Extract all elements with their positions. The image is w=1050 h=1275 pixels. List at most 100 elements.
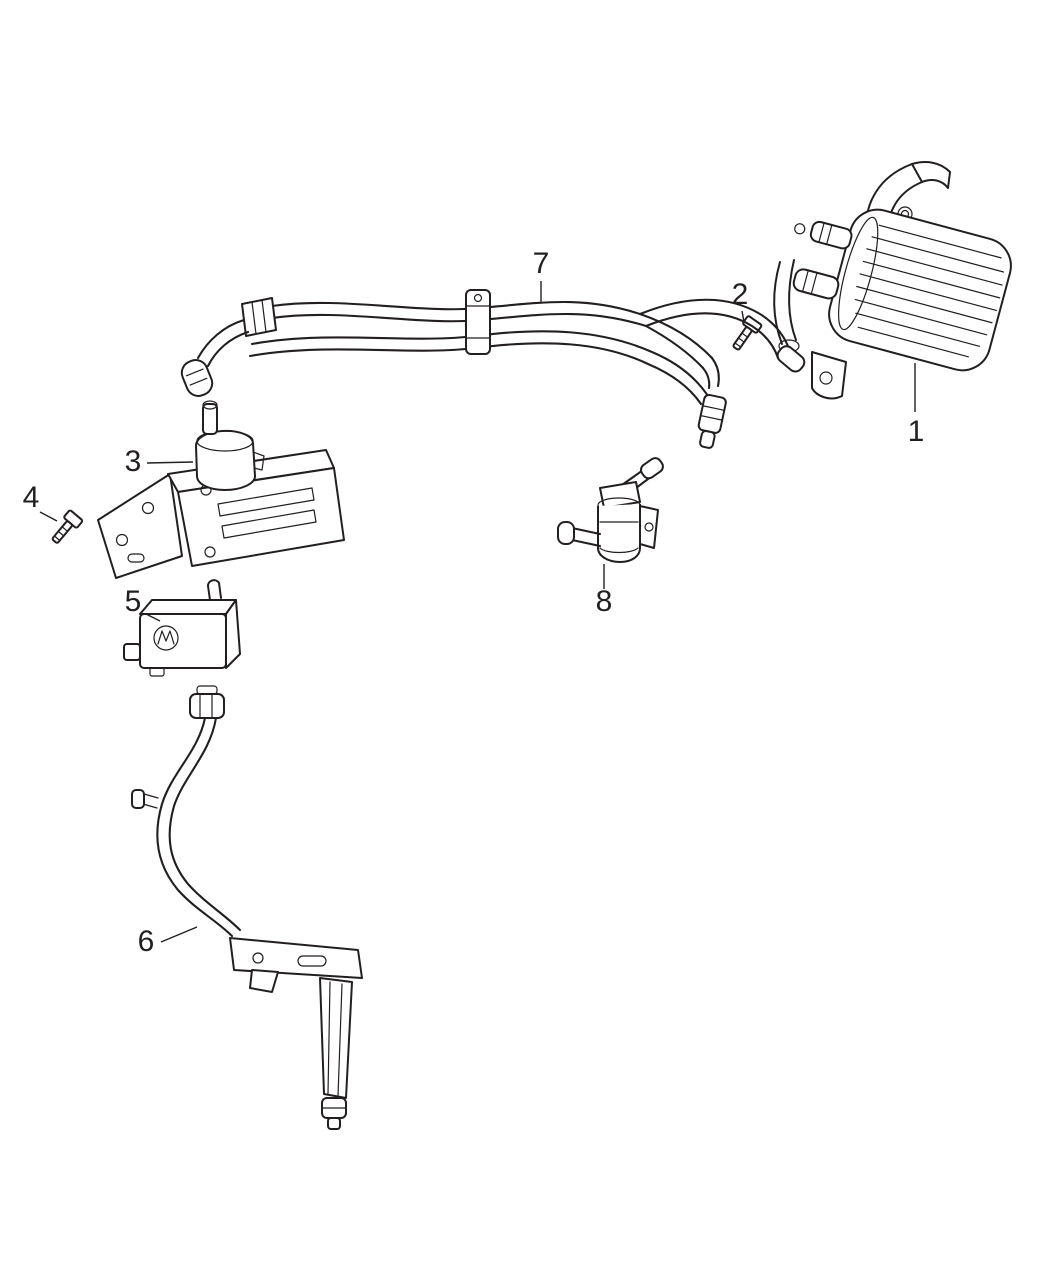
callout-2-leader: [741, 310, 745, 323]
vent-tube-drawing: [131, 685, 363, 1130]
vent-channel: [319, 977, 353, 1099]
reservoir-top: [196, 430, 254, 452]
screw2-shaft: [732, 326, 753, 351]
valve-left-port: [570, 526, 602, 548]
module-logo-mark: [157, 630, 175, 645]
bracket-bolt-2: [204, 546, 216, 558]
harness-hose-to-canister-b: [644, 312, 780, 360]
harness-left-connector-ribs: [251, 299, 267, 335]
vent-bottom-tip: [327, 1117, 341, 1130]
vapor-canister-drawing: [773, 161, 1012, 400]
valve-bracket-tab: [639, 505, 659, 549]
vent-bracket-band: [229, 937, 363, 979]
pump-module-drawing: [123, 579, 241, 677]
vent-top-connector-ribs: [199, 693, 213, 719]
vent-channel-lines: [327, 981, 343, 1097]
canister-port-fitting: [794, 223, 806, 235]
screw4-threads: [53, 526, 69, 542]
bracket-flange-hole-1: [115, 533, 129, 547]
callout-leaders: [39, 281, 916, 943]
canister-side-bracket: [773, 259, 797, 345]
harness-capsule-ribs: [185, 368, 208, 386]
reservoir-tab: [252, 451, 265, 471]
harness-right-elbow-b: [701, 366, 711, 390]
module-logo-circle: [153, 625, 179, 651]
callout-5-leader: [145, 613, 161, 622]
callout-1-label: 1: [908, 415, 925, 448]
vent-bracket-hole: [252, 952, 264, 964]
harness-down-fitting-ribs: [700, 405, 725, 421]
harness-tube-lower-a: [250, 330, 710, 398]
bracket-flange-slot: [127, 553, 145, 563]
reservoir-port: [202, 403, 218, 435]
vent-branch-stub: [142, 793, 159, 809]
callout-3-label: 3: [125, 445, 142, 478]
canister-port-upper: [809, 220, 853, 250]
callout-2-label: 2: [732, 278, 749, 311]
valve-body: [597, 504, 641, 563]
callout-5-label: 5: [125, 585, 142, 618]
vent-top-connector-nub: [196, 685, 218, 695]
vapor-harness-drawing: [180, 289, 806, 449]
callout-6-leader: [160, 926, 198, 943]
harness-elbow-b: [206, 330, 250, 368]
harness-tube-upper-a: [270, 301, 714, 360]
harness-capsule-fitting: [180, 359, 214, 397]
canister-foot-hole: [819, 371, 833, 385]
module-body: [139, 613, 227, 669]
vent-top-connector: [189, 693, 225, 719]
harness-canister-fitting: [776, 345, 806, 373]
canister-port-lower-ribs: [801, 269, 818, 295]
bracket-front-face: [177, 467, 345, 567]
vent-branch-cap: [131, 789, 145, 809]
reservoir-body: [195, 429, 256, 491]
callout-7-label: 7: [533, 247, 550, 280]
canister-bracket-drawing: [97, 400, 345, 579]
canister-ribs: [854, 224, 1005, 358]
harness-down-fitting-tip: [699, 430, 716, 449]
canister-handle-branch: [911, 161, 951, 189]
canister-port-lower: [792, 268, 840, 300]
valve-top-cap: [640, 457, 664, 480]
callout-numbers: 1 2 3 4 5 6 7 8: [23, 247, 925, 958]
callout-6-label: 6: [138, 925, 155, 958]
screw4-shaft: [51, 520, 73, 544]
canister-port-upper-ribs: [818, 222, 833, 245]
canister-handle: [864, 163, 923, 239]
callout-4-leader: [39, 511, 58, 522]
vent-bracket-tab: [249, 969, 279, 993]
valve-nut: [599, 481, 641, 509]
bracket-slot-1: [217, 487, 315, 517]
bracket-slot-2: [221, 509, 317, 539]
harness-tube-lower-b: [248, 342, 703, 406]
canister-foot-bracket: [811, 351, 847, 400]
vent-tube-b: [168, 716, 242, 932]
harness-clamp: [465, 289, 491, 355]
valve-left-port-cap: [557, 521, 575, 545]
reservoir-port-cap: [202, 400, 218, 410]
vent-bracket-slot: [297, 955, 327, 967]
screw2-threads: [734, 332, 749, 348]
bracket-flange: [97, 473, 183, 579]
harness-clamp-bolt: [473, 293, 483, 303]
module-connector: [123, 643, 141, 661]
purge-valve-drawing: [557, 457, 664, 563]
valve-bracket-hole: [644, 522, 654, 532]
callout-4-label: 4: [23, 481, 40, 514]
harness-clamp-lines: [465, 305, 491, 339]
harness-tube-upper-b: [270, 312, 705, 370]
bracket-flange-hole-2: [141, 501, 155, 515]
module-prong: [207, 579, 222, 601]
module-side-face: [225, 599, 241, 669]
callout-3-leader: [146, 461, 194, 464]
callout-8-label: 8: [596, 585, 613, 618]
module-top-face: [139, 599, 237, 615]
harness-left-connector: [241, 297, 277, 337]
valve-body-lines: [599, 521, 639, 554]
vent-tube-a: [156, 716, 234, 938]
harness-elbow-a: [196, 318, 246, 360]
harness-right-elbow-a: [710, 356, 720, 388]
harness-down-fitting: [697, 393, 727, 434]
